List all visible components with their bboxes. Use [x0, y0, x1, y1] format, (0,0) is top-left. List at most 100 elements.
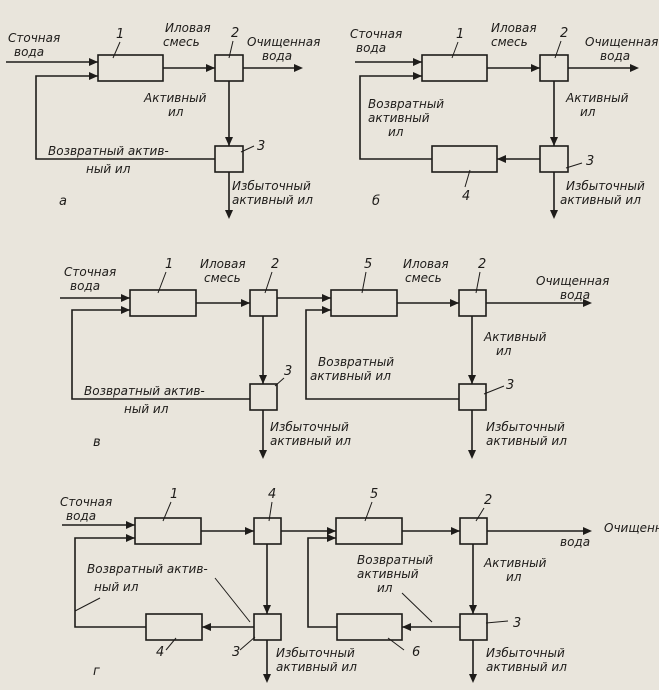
label-excess-sludge-l1: Избыточный — [566, 179, 645, 193]
aeration-tank-5 — [330, 289, 398, 317]
settler-2 — [214, 54, 244, 82]
settler-2 — [249, 289, 278, 317]
label-num-5: 5 — [370, 487, 378, 502]
thickener-3 — [253, 613, 282, 641]
label-excess-sludge-2-l2: активный ил — [486, 434, 567, 448]
label-mixed-liquor-l1: Иловая — [491, 21, 537, 35]
thickener-3-b — [459, 613, 488, 641]
label-wastewater-l2: вода — [356, 41, 386, 55]
settler-2 — [539, 54, 569, 82]
label-treated-l1: Очищенная — [604, 521, 659, 535]
regenerator-4 — [431, 145, 498, 173]
label-return-sludge-l2: ный ил — [94, 580, 139, 594]
thickener-3 — [539, 145, 569, 173]
label-num-1: 1 — [170, 487, 178, 502]
label-mixed-liquor-l2-b: смесь — [405, 271, 442, 285]
label-treated-l2: вода — [560, 288, 590, 302]
label-num-2-b: 2 — [478, 257, 486, 272]
label-treated-l1: Очищенная — [585, 35, 658, 49]
label-return-sludge-2-l3: ил — [377, 581, 393, 595]
label-num-4: 4 — [268, 487, 276, 502]
label-excess-sludge-l2: активный ил — [270, 434, 351, 448]
label-excess-sludge-l2: активный ил — [232, 193, 313, 207]
label-num-4-b: 4 — [156, 645, 164, 660]
panel-v: Сточная вода Иловая смесь Иловая смесь О… — [60, 257, 609, 459]
label-wastewater-l1: Сточная — [350, 27, 402, 41]
label-activated-sludge-l1: Активный — [565, 91, 629, 105]
label-return-sludge-l1: Возвратный актив- — [48, 144, 169, 158]
label-excess-sludge-l1: Избыточный — [276, 646, 355, 660]
label-excess-sludge-2-l2: активный ил — [486, 660, 567, 674]
label-return-sludge-2-l2: активный — [357, 567, 419, 581]
panel-letter-g: г — [93, 664, 100, 679]
label-return-sludge-l2: активный — [368, 111, 430, 125]
settler-2-b — [458, 289, 487, 317]
label-mixed-liquor-l2: смесь — [204, 271, 241, 285]
label-wastewater-l2: вода — [14, 45, 44, 59]
label-num-4: 4 — [462, 189, 470, 204]
label-activated-sludge-l2: ил — [506, 570, 522, 584]
panel-letter-a: а — [59, 194, 67, 209]
label-activated-sludge-l2: ил — [496, 344, 512, 358]
label-num-3: 3 — [586, 154, 594, 169]
label-excess-sludge-l2: активный ил — [276, 660, 357, 674]
regenerator-3 — [214, 145, 244, 173]
label-return-sludge-l2: ный ил — [124, 402, 169, 416]
aeration-tank-1 — [134, 517, 202, 545]
label-return-sludge-l2: ный ил — [86, 162, 131, 176]
label-wastewater-l1: Сточная — [60, 495, 112, 509]
label-wastewater-l2: вода — [70, 279, 100, 293]
label-return-sludge-2-l1: Возвратный — [357, 553, 433, 567]
aeration-tank-5 — [335, 517, 403, 545]
label-num-2: 2 — [231, 26, 239, 41]
label-num-3: 3 — [257, 139, 265, 154]
panel-g: Сточная вода Очищенная вода Активный ил … — [60, 487, 659, 683]
label-return-sludge-l1: Возвратный актив- — [87, 562, 208, 576]
regenerator-3 — [249, 383, 278, 411]
label-excess-sludge-2-l1: Избыточный — [486, 646, 565, 660]
label-return-sludge-2-l1: Возвратный — [318, 355, 394, 369]
label-activated-sludge-l1: Активный — [483, 556, 547, 570]
label-num-2: 2 — [271, 257, 279, 272]
settler-2 — [459, 517, 488, 545]
label-return-sludge-l3: ил — [388, 125, 404, 139]
label-num-1: 1 — [165, 257, 173, 272]
label-mixed-liquor-l1: Иловая — [200, 257, 246, 271]
panel-b: Сточная вода Иловая смесь Очищенная вода… — [350, 21, 658, 219]
label-treated-l1: Очищенная — [536, 274, 609, 288]
label-num-1: 1 — [456, 27, 464, 42]
label-num-3: 3 — [284, 364, 292, 379]
label-activated-sludge-l1: Активный — [483, 330, 547, 344]
regenerator-4 — [145, 613, 203, 641]
label-excess-sludge-l1: Избыточный — [232, 179, 311, 193]
label-mixed-liquor-l2: смесь — [491, 35, 528, 49]
label-excess-sludge-l2: активный ил — [560, 193, 641, 207]
label-excess-sludge-2-l1: Избыточный — [486, 420, 565, 434]
label-treated-l1: Очищенная — [247, 35, 320, 49]
label-num-3-b: 3 — [506, 378, 514, 393]
label-num-2: 2 — [560, 26, 568, 41]
label-treated-l2: вода — [262, 49, 292, 63]
aeration-tank-1 — [421, 54, 488, 82]
label-activated-sludge-l1: Активный — [143, 91, 207, 105]
label-mixed-liquor-l1: Иловая — [165, 21, 211, 35]
label-num-1: 1 — [116, 27, 124, 42]
aeration-tank-1 — [97, 54, 164, 82]
panel-letter-b: б — [372, 194, 380, 209]
panel-a: Сточная вода Иловая смесь Очищенная вода… — [6, 21, 320, 219]
label-return-sludge-l1: Возвратный — [368, 97, 444, 111]
settler-4 — [253, 517, 282, 545]
panel-letter-v: в — [93, 435, 101, 450]
label-wastewater-l1: Сточная — [64, 265, 116, 279]
label-wastewater-l2: вода — [66, 509, 96, 523]
label-treated-l2: вода — [560, 535, 590, 549]
label-num-3-b: 3 — [513, 616, 521, 631]
label-excess-sludge-l1: Избыточный — [270, 420, 349, 434]
label-wastewater-l1: Сточная — [8, 31, 60, 45]
label-activated-sludge-l2: ил — [580, 105, 596, 119]
aeration-tank-1 — [129, 289, 197, 317]
label-num-6: 6 — [412, 645, 420, 660]
regenerator-6 — [336, 613, 403, 641]
